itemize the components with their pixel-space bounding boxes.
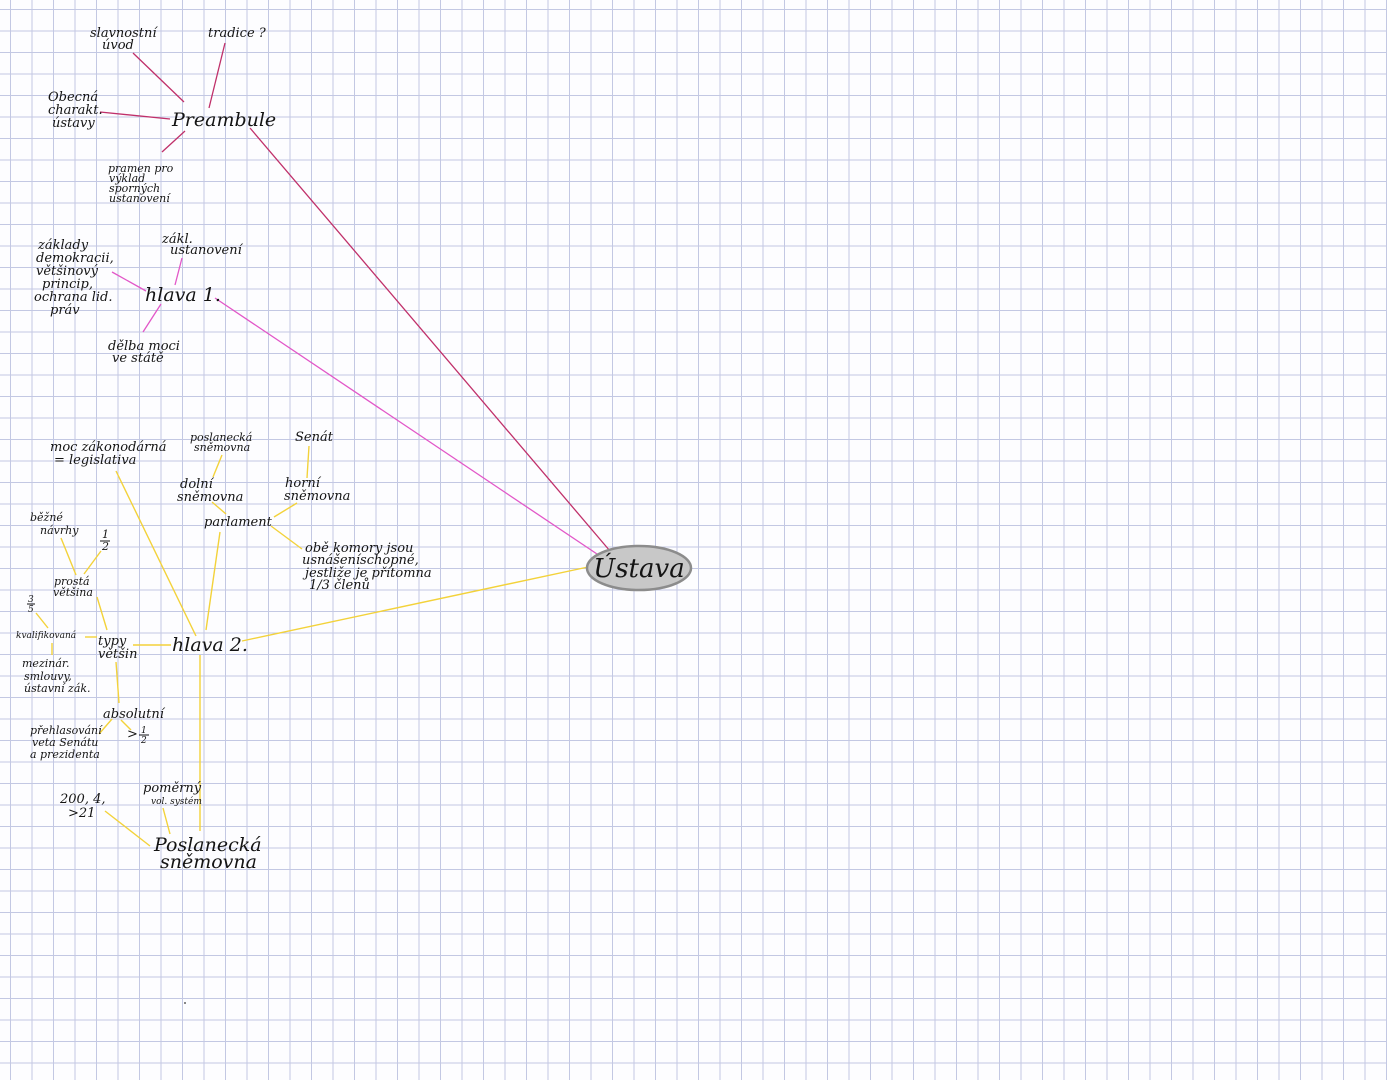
obe-note: obě komory jsou usnášeníschopné, jestliž… (302, 541, 436, 593)
connector-delba (142, 303, 162, 333)
ustava-label: Ústava (593, 552, 684, 584)
stray-dot (184, 1002, 186, 1004)
hlava2-connectors (35, 445, 589, 847)
connector-tradice (208, 42, 226, 109)
absolutni-note: absolutní (103, 707, 166, 722)
count-note: 200, 4, >21 (59, 792, 110, 821)
connector-moc (115, 470, 197, 637)
connector-zakl-ustanoveni (174, 257, 183, 286)
preambule-label[interactable]: Preambule (171, 109, 276, 131)
connector-pramen (161, 130, 186, 153)
preambule-group: Preambule slavnostní úvod tradice ? Obec… (48, 26, 276, 205)
pomerny-note: poměrný vol. systém (143, 781, 205, 807)
gt-half-denominator: 2 (140, 736, 147, 746)
connector-prehlasovani (98, 718, 113, 735)
gt-half-numerator: 1 (141, 726, 147, 736)
connector-prosta (96, 596, 108, 631)
hlava1-group: hlava 1. zákl. ustanovení základy demokr… (34, 232, 244, 366)
fraction-three-fifths: 3 5 (27, 595, 35, 615)
hlava1-label[interactable]: hlava 1. (145, 284, 221, 306)
connector-hlava2-ustava (241, 566, 589, 642)
obecna-note: Obecná charakt. ústavy (48, 90, 107, 131)
connector-obe (270, 525, 303, 550)
greater-than-half: > 1 2 (127, 726, 149, 746)
pramen-note: pramen pro výklad sporných ustanovení (108, 162, 177, 205)
half-denominator: 2 (101, 540, 109, 553)
connector-poslanecka-top (212, 454, 223, 478)
poslanecka-bottom-label[interactable]: Poslanecká sněmovna (153, 834, 268, 873)
kvalifikovana-note: kvalifikovaná (16, 630, 76, 641)
prehlasovani-note: přehlasování veta Senátu a prezidenta (30, 724, 105, 761)
connector-bezne (60, 537, 77, 576)
three-denominator: 5 (28, 605, 34, 615)
prosta-note: prostá většina (53, 575, 93, 599)
poslanecka-top-note: poslanecká sněmovna (190, 431, 256, 454)
delba-note: dělba moci ve státě (108, 339, 184, 366)
slavnostni-note: slavnostní úvod (90, 26, 161, 53)
connector-gt (120, 719, 132, 731)
hlava2-group: hlava 2. moc zákonodárná = legislativa p… (16, 430, 436, 873)
preambule-connectors (99, 42, 611, 552)
typy-label[interactable]: typy většin (98, 634, 137, 662)
parlament-label[interactable]: parlament (204, 515, 273, 530)
ustava-ellipse (585, 544, 693, 592)
connector-pomerny (162, 807, 171, 835)
connector-dolni (211, 501, 227, 515)
hlava2-label[interactable]: hlava 2. (172, 634, 248, 656)
connector-slavnostni (132, 52, 185, 103)
page-edge (1387, 0, 1397, 1080)
zaklady-note: základy demokracii, většinový princip, o… (34, 238, 118, 318)
hlava1-connectors (111, 257, 601, 557)
connector-count (104, 810, 151, 847)
connector-obecna (99, 111, 171, 120)
connector-three (35, 612, 49, 629)
connector-half (83, 550, 102, 575)
tradice-note: tradice ? (208, 26, 267, 41)
horni-note: horní sněmovna (284, 476, 350, 504)
ustava-node[interactable]: Ústava (585, 544, 693, 592)
connector-hlava1-ustava (214, 297, 601, 557)
connector-preambule-ustava (249, 127, 611, 552)
connector-absolutni (115, 661, 120, 704)
dolni-note: dolní sněmovna (177, 477, 243, 505)
bezne-note: běžné návrhy (30, 511, 79, 537)
connector-zaklady (111, 271, 147, 292)
gt-symbol: > (127, 727, 138, 742)
senat-note: Senát (295, 430, 334, 445)
three-numerator: 3 (28, 595, 34, 605)
connector-senat (306, 445, 310, 479)
fraction-half: 1 2 (100, 528, 110, 553)
moc-note: moc zákonodárná = legislativa (50, 440, 171, 468)
connector-horni (273, 502, 298, 518)
mezinar-note: mezinár. smlouvy, ústavní zák. (22, 657, 91, 695)
connector-parlament (205, 531, 221, 631)
half-numerator: 1 (102, 528, 109, 541)
zakl-ustanoveni-note: zákl. ustanovení (161, 232, 244, 258)
